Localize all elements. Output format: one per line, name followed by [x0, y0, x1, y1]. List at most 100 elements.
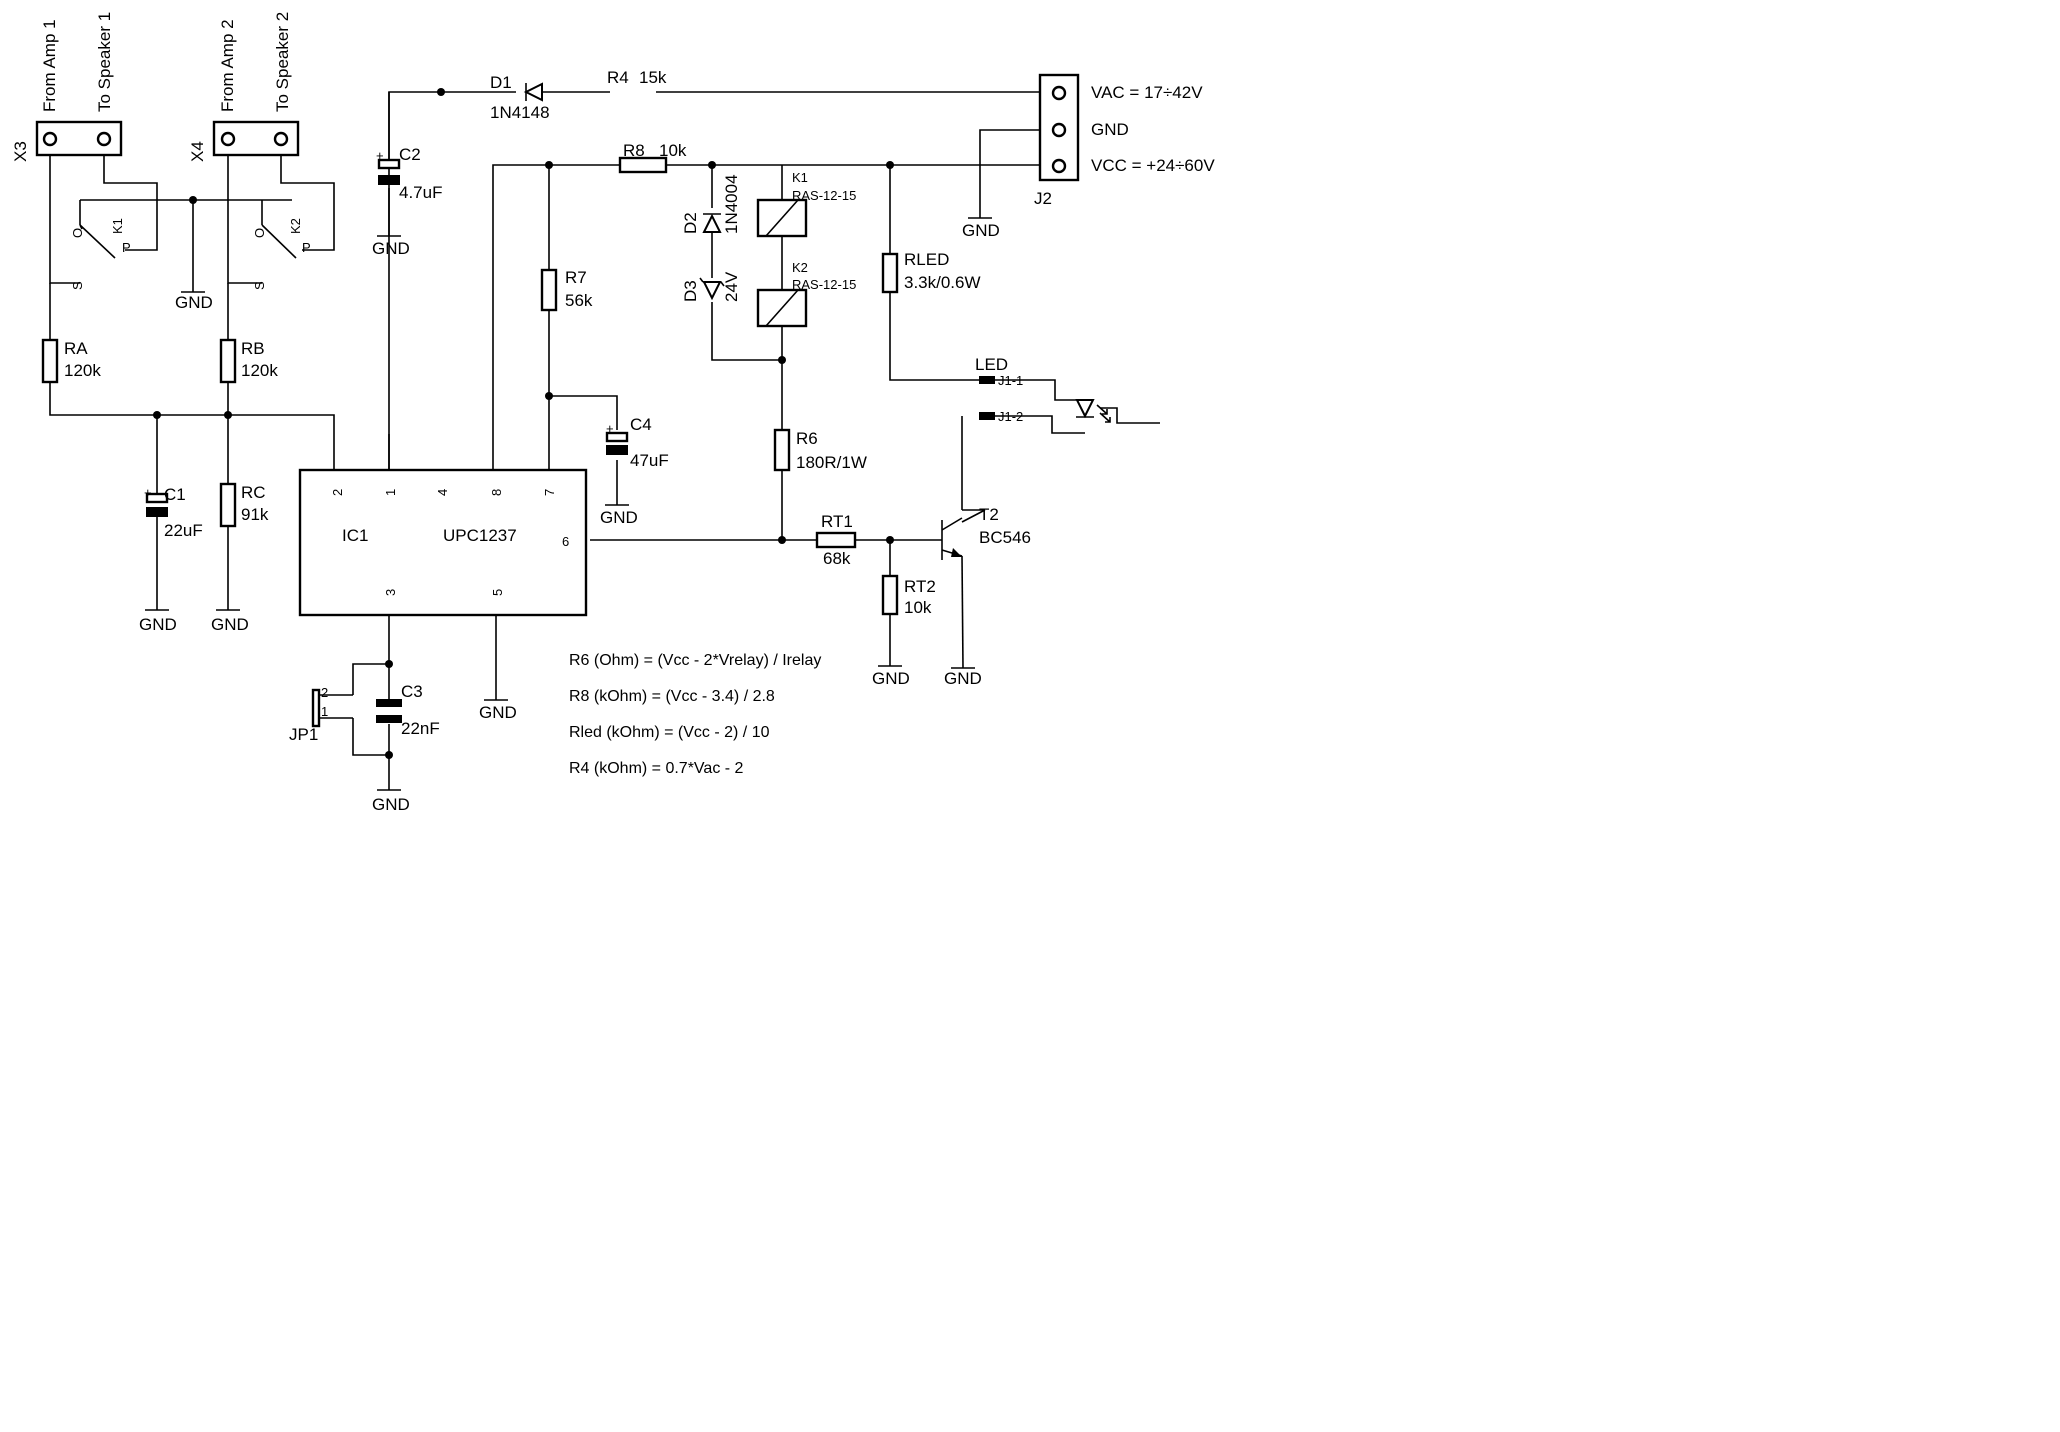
gnd-symbol-k: GND	[175, 291, 213, 312]
r4-value: 15k	[639, 68, 667, 87]
connector-j1: LED J1-1 J1-2	[975, 355, 1030, 424]
jumper-jp1: 2 1 JP1	[289, 685, 353, 744]
r8-value: 10k	[659, 141, 687, 160]
resistor-ra: RA 120k	[41, 338, 101, 384]
rled-ref: RLED	[904, 250, 949, 269]
jp1-pin2: 2	[321, 685, 328, 700]
k1-contact-ref: K1	[110, 218, 125, 234]
jp1-ref: JP1	[289, 725, 318, 744]
c1-value: 22uF	[164, 521, 203, 540]
ra-value: 120k	[64, 361, 101, 380]
k1-contact-s: S	[70, 281, 85, 290]
x3-ref: X3	[11, 141, 30, 162]
k2-coil-value: RAS-12-15	[792, 277, 856, 292]
k2-contact-s: S	[252, 281, 267, 290]
gnd-symbol-c2: GND	[372, 235, 410, 258]
connector-x4: X4 From Amp 2 To Speaker 2	[188, 12, 300, 162]
capacitor-c2: + C2 4.7uF	[376, 145, 442, 202]
rt2-value: 10k	[904, 598, 932, 617]
connector-j2: VAC = 17÷42V GND VCC = +24÷60V J2	[1034, 73, 1215, 208]
relay-coil-k1: K1 RAS-12-15	[756, 170, 856, 238]
svg-text:GND: GND	[479, 703, 517, 722]
rc-value: 91k	[241, 505, 269, 524]
ic1-upc1237: 2 1 4 8 7 3 5 6 IC1 UPC1237	[298, 468, 588, 617]
ic1-ref: IC1	[342, 526, 368, 545]
j2-pin2-label: GND	[1091, 120, 1129, 139]
ic1-pin4: 4	[435, 489, 450, 496]
svg-text:GND: GND	[944, 669, 982, 688]
d3-value: 24V	[722, 271, 741, 302]
r4-ref: R4	[607, 68, 629, 87]
k1-coil-ref: K1	[792, 170, 808, 185]
t2-ref: T2	[979, 505, 999, 524]
j1-label: LED	[975, 355, 1008, 374]
svg-text:GND: GND	[372, 239, 410, 258]
gnd-symbol-t2: GND	[944, 667, 982, 688]
c4-polarity: +	[606, 421, 614, 436]
k2-contact-p: P	[302, 240, 311, 255]
gnd-symbol-c1: GND	[139, 609, 177, 634]
ic1-pin8: 8	[489, 489, 504, 496]
c3-value: 22nF	[401, 719, 440, 738]
svg-text:GND: GND	[139, 615, 177, 634]
d1-value: 1N4148	[490, 103, 550, 122]
k2-contact-o: O	[252, 228, 267, 238]
rc-ref: RC	[241, 483, 266, 502]
x3-pin2-label: To Speaker 1	[95, 12, 114, 112]
design-formulas: R6 (Ohm) = (Vcc - 2*Vrelay) / Irelay R8 …	[569, 652, 821, 777]
gnd-symbol-j2: GND	[962, 217, 1000, 240]
j2-pin1-label: VAC = 17÷42V	[1091, 83, 1203, 102]
resistor-rc: RC 91k	[219, 482, 269, 528]
formula-r6: R6 (Ohm) = (Vcc - 2*Vrelay) / Irelay	[569, 652, 821, 669]
gnd-symbol-c3: GND	[372, 789, 410, 814]
wires	[49, 91, 1160, 790]
ic1-pin5: 5	[490, 589, 505, 596]
resistor-r4: R4 15k	[607, 68, 667, 87]
rt1-value: 68k	[823, 549, 851, 568]
jp1-pin1: 1	[321, 704, 328, 719]
diode-d1: D1 1N4148	[490, 73, 550, 122]
c4-value: 47uF	[630, 451, 669, 470]
ic1-pin1: 1	[383, 489, 398, 496]
resistor-rb: RB 120k	[219, 338, 278, 384]
k1-contact-o: O	[70, 228, 85, 238]
svg-text:GND: GND	[600, 508, 638, 527]
ra-ref: RA	[64, 339, 88, 358]
transistor-t2: T2 BC546	[941, 505, 1031, 560]
diode-d3: D3 24V	[681, 271, 741, 302]
gnd-symbol-rt2: GND	[872, 665, 910, 688]
c2-value: 4.7uF	[399, 183, 442, 202]
x4-pin2-label: To Speaker 2	[273, 12, 292, 112]
capacitor-c1: + C1 22uF	[144, 485, 203, 540]
svg-text:GND: GND	[211, 615, 249, 634]
c4-ref: C4	[630, 415, 652, 434]
k1-coil-value: RAS-12-15	[792, 188, 856, 203]
c3-ref: C3	[401, 682, 423, 701]
r6-ref: R6	[796, 429, 818, 448]
r8-ref: R8	[623, 141, 645, 160]
gnd-symbol-ic-pin5: GND	[479, 699, 517, 722]
resistor-rt1: RT1 68k	[815, 512, 857, 568]
x4-pin1-label: From Amp 2	[218, 19, 237, 112]
d2-ref: D2	[681, 212, 700, 234]
diode-d2: D2 1N4004	[681, 174, 741, 234]
r7-ref: R7	[565, 268, 587, 287]
d2-value: 1N4004	[722, 174, 741, 234]
rt1-ref: RT1	[821, 512, 853, 531]
svg-text:GND: GND	[872, 669, 910, 688]
j2-ref: J2	[1034, 189, 1052, 208]
t2-value: BC546	[979, 528, 1031, 547]
gnd-symbol-rc: GND	[211, 609, 249, 634]
rt2-ref: RT2	[904, 577, 936, 596]
resistor-r7: R7 56k	[540, 268, 593, 312]
svg-text:GND: GND	[175, 293, 213, 312]
connector-x3: X3 From Amp 1 To Speaker 1	[11, 12, 123, 162]
c2-ref: C2	[399, 145, 421, 164]
k2-coil-ref: K2	[792, 260, 808, 275]
ic1-pin7: 7	[542, 489, 557, 496]
relay-contact-k2: O K2 P S	[252, 218, 311, 290]
resistor-rled: RLED 3.3k/0.6W	[881, 250, 981, 294]
capacitor-c4: + C4 47uF	[605, 415, 669, 470]
capacitor-c3: C3 22nF	[376, 682, 440, 738]
